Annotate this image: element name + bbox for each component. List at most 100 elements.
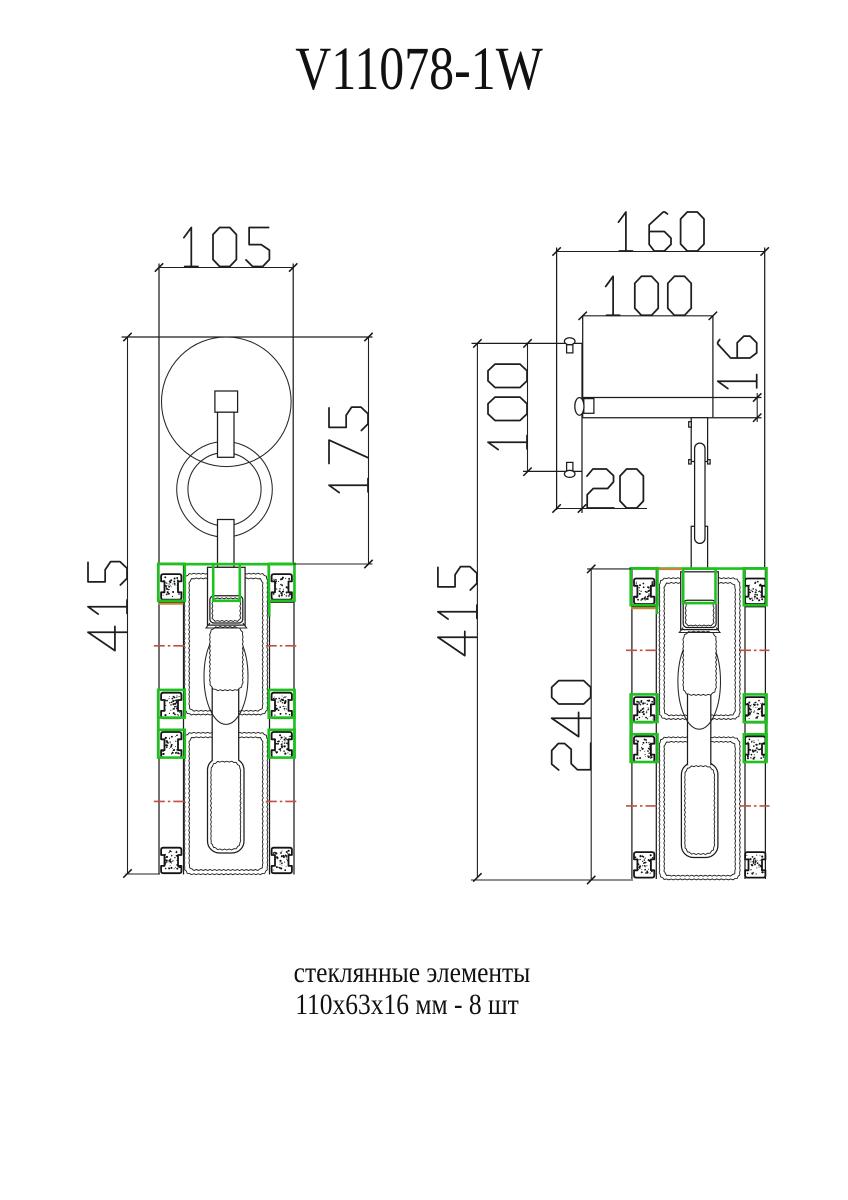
stipple-dot [647, 752, 649, 754]
dim-digits [487, 363, 528, 451]
stipple-dot [647, 750, 649, 752]
stipple-dot [164, 736, 167, 739]
bracket-box [582, 315, 714, 419]
stipple-dot [636, 700, 639, 703]
hanger-rod [688, 417, 711, 570]
stipple-dot [754, 701, 756, 703]
stipple-dot [288, 853, 290, 855]
stipple-dot [637, 598, 640, 601]
stipple-dot [644, 868, 647, 871]
upper-frame-inner [188, 577, 264, 712]
stipple-dot [639, 867, 641, 869]
stipple-dot [748, 707, 751, 710]
stipple-dot [749, 714, 751, 716]
stipple-dot [761, 585, 763, 587]
stipple-dot [287, 752, 289, 754]
stipple-dot [178, 711, 181, 713]
dim-digits [328, 406, 369, 494]
stipple-dot [647, 707, 649, 709]
front-view [87, 226, 373, 876]
stipple-dot [755, 589, 757, 592]
stipple-dot [642, 860, 644, 863]
center-glass-highlight [211, 562, 242, 603]
glass-block [744, 696, 767, 724]
stipple-dot [169, 858, 172, 860]
front-dimensions [87, 226, 373, 875]
stipple-dot [170, 586, 172, 588]
upper-frame-outer [183, 572, 269, 716]
rod-nub-top [688, 421, 692, 428]
page-title: V11078-1W [295, 36, 543, 103]
stipple-dot [281, 743, 283, 745]
stipple-dot [638, 590, 640, 592]
stipple-dot [283, 705, 285, 707]
stipple-dot [750, 754, 752, 756]
stipple-dot [176, 850, 178, 852]
stipple-dot [170, 862, 172, 864]
stipple-dot [753, 595, 756, 598]
stipple-dot [169, 702, 171, 704]
stipple-dot [640, 871, 643, 874]
stipple-dot [275, 852, 278, 855]
stipple-dot [756, 580, 759, 583]
stipple-dot [170, 743, 173, 746]
stipple-dot [282, 584, 283, 585]
stipple-dot [754, 711, 756, 713]
glass-block [160, 691, 183, 720]
stipple-dot [167, 592, 170, 595]
stipple-dot [642, 702, 645, 705]
stipple-dot [751, 758, 753, 760]
stipple-dot [165, 857, 167, 859]
stipple-dot [643, 861, 646, 864]
stipple-dot [648, 593, 650, 595]
stipple-dot [754, 701, 757, 704]
stipple-dot [274, 851, 276, 854]
stipple-dot [164, 859, 167, 862]
stipple-dot [280, 594, 283, 597]
stipple-dot [279, 750, 282, 752]
stipple-dot [636, 709, 639, 711]
stipple-dot [753, 741, 755, 744]
stipple-dot [169, 581, 172, 584]
stipple-dot [642, 744, 644, 746]
dim-tick [522, 338, 533, 349]
stipple-dot [280, 583, 282, 586]
upper-frame-inner-side [663, 581, 737, 717]
stipple-dot [644, 590, 647, 593]
stipple-dot [649, 754, 652, 757]
stipple-dot [751, 590, 754, 593]
stipple-dot [280, 578, 282, 581]
stipple-dot [748, 738, 751, 741]
stipple-dot [285, 586, 288, 589]
upper-frame-outer-side [658, 577, 741, 720]
stipple-dot [278, 590, 281, 593]
stipple-dot [285, 595, 287, 597]
stipple-dot [750, 710, 752, 713]
stipple-dot [275, 708, 278, 711]
stipple-dot [286, 743, 288, 745]
stipple-dot [166, 741, 169, 744]
stipple-dot [172, 712, 175, 715]
stipple-dot [756, 749, 758, 751]
stipple-dot [754, 593, 756, 596]
stipple-dot [280, 851, 282, 853]
stipple-dot [648, 587, 650, 589]
stipple-dot [648, 742, 650, 744]
stipple-dot [162, 594, 164, 596]
stipple-dot [283, 697, 285, 699]
dim-digits [604, 275, 693, 317]
stipple-dot [178, 866, 181, 869]
stipple-dot [755, 707, 757, 709]
stipple-dot [757, 739, 759, 741]
stipple-dot [168, 585, 171, 588]
glass-block [270, 573, 293, 601]
stipple-dot [164, 714, 167, 717]
stipple-dot [286, 855, 288, 857]
stipple-dot [648, 743, 651, 746]
stipple-dot [170, 866, 173, 869]
stipple-dot [275, 866, 278, 869]
arm-bolt [574, 396, 595, 416]
stipple-dot [164, 576, 167, 579]
stipple-dot [645, 741, 648, 744]
stipple-dot [640, 746, 643, 748]
